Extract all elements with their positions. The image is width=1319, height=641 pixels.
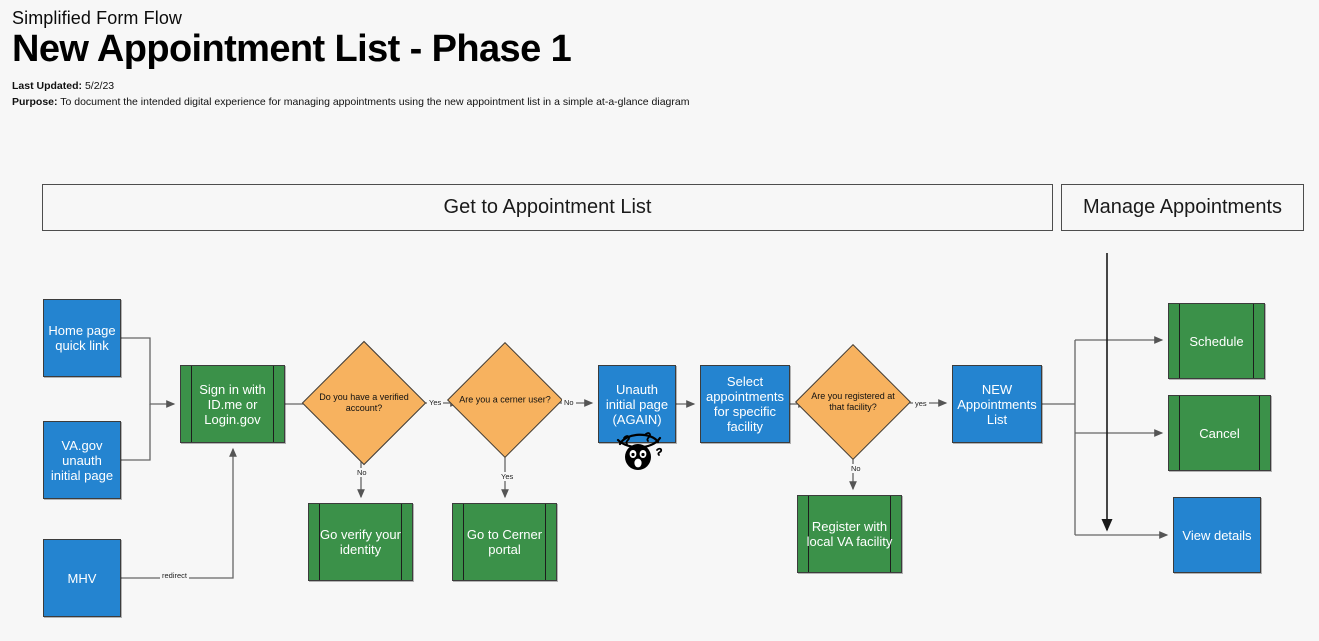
purpose-label: Purpose:	[12, 95, 58, 108]
flow-node-go-to-cerner-portal[interactable]: Go to Cerner portal	[452, 503, 557, 581]
flow-node-view-details[interactable]: View details	[1173, 497, 1261, 573]
edge-cerner-yes: Yes	[499, 472, 516, 481]
edge-registered-yes: yes	[913, 399, 929, 408]
flow-node-label: VA.gov unauth initial page	[50, 437, 114, 483]
flow-node-label: Schedule	[1189, 333, 1244, 349]
edge-registered-no: No	[849, 464, 863, 473]
flow-node-cancel[interactable]: Cancel	[1168, 395, 1271, 471]
flow-node-mhv[interactable]: MHV	[43, 539, 121, 617]
flow-node-label: Go to Cerner portal	[466, 527, 543, 557]
document-metadata: Last Updated: 5/2/23 Purpose: To documen…	[12, 80, 689, 111]
flow-node-unauth-initial-again[interactable]: Unauth initial page (AGAIN)	[598, 365, 676, 443]
edge-mhv-redirect: redirect	[160, 571, 190, 580]
decision-label: Are you a cerner user?	[459, 394, 551, 405]
edge-mhv-to-signin	[121, 447, 237, 579]
lane-header-manage-appointments[interactable]: Manage Appointments	[1061, 184, 1304, 231]
decision-registered-facility[interactable]: Are you registered at that facility?	[795, 344, 911, 460]
edge-cerner-no: No	[562, 398, 576, 407]
flow-node-vagov-unauth-initial[interactable]: VA.gov unauth initial page	[43, 421, 121, 499]
decision-verified-account[interactable]: Do you have a verified account?	[301, 340, 427, 466]
flow-node-label: Cancel	[1199, 425, 1240, 441]
lane-label: Manage Appointments	[1082, 196, 1283, 218]
page-title: New Appointment List - Phase 1	[12, 28, 572, 70]
last-updated-label: Last Updated:	[12, 80, 83, 92]
purpose-row: Purpose: To document the intended digita…	[12, 96, 689, 109]
flow-node-label: Register with local VA facility	[806, 519, 893, 549]
decision-label: Do you have a verified account?	[319, 392, 409, 413]
flow-node-schedule[interactable]: Schedule	[1168, 303, 1265, 379]
flow-node-select-appointments[interactable]: Select appointments for specific facilit…	[700, 365, 790, 443]
flow-node-new-appointments-list[interactable]: NEW Appointments List	[952, 365, 1042, 443]
purpose-value: To document the intended digital experie…	[60, 95, 690, 108]
edge-verified-yes: Yes	[427, 398, 444, 407]
edge-vagov-to-signin	[121, 404, 151, 461]
flow-node-register-local-va[interactable]: Register with local VA facility	[797, 495, 902, 573]
flow-node-sign-in[interactable]: Sign in with ID.me or Login.gov	[180, 365, 285, 443]
flow-node-label: Unauth initial page (AGAIN)	[605, 381, 669, 427]
flow-node-home-page-quick-link[interactable]: Home page quick link	[43, 299, 121, 377]
decision-cerner-user[interactable]: Are you a cerner user?	[447, 342, 563, 458]
page-subtitle: Simplified Form Flow	[12, 8, 183, 28]
flow-node-label: Home page quick link	[48, 323, 116, 353]
lane-label: Get to Appointment List	[443, 196, 652, 218]
flow-node-label: Select appointments for specific facilit…	[705, 374, 785, 434]
flow-node-label: Sign in with ID.me or Login.gov	[199, 381, 266, 427]
edge-home-to-signin	[121, 337, 176, 408]
flow-node-go-verify-identity[interactable]: Go verify your identity	[308, 503, 413, 581]
last-updated-row: Last Updated: 5/2/23	[12, 80, 689, 93]
flow-node-label: NEW Appointments List	[957, 381, 1037, 427]
flow-node-label: View details	[1182, 527, 1252, 543]
lane-header-get-to-appointment-list[interactable]: Get to Appointment List	[42, 184, 1053, 231]
decision-label: Are you registered at that facility?	[811, 391, 895, 412]
edge-verified-no: No	[355, 468, 369, 477]
dizzy-face-emoji	[612, 428, 666, 474]
last-updated-value: 5/2/23	[84, 80, 115, 92]
flow-node-label: Go verify your identity	[320, 527, 401, 557]
flow-node-label: MHV	[67, 570, 97, 586]
